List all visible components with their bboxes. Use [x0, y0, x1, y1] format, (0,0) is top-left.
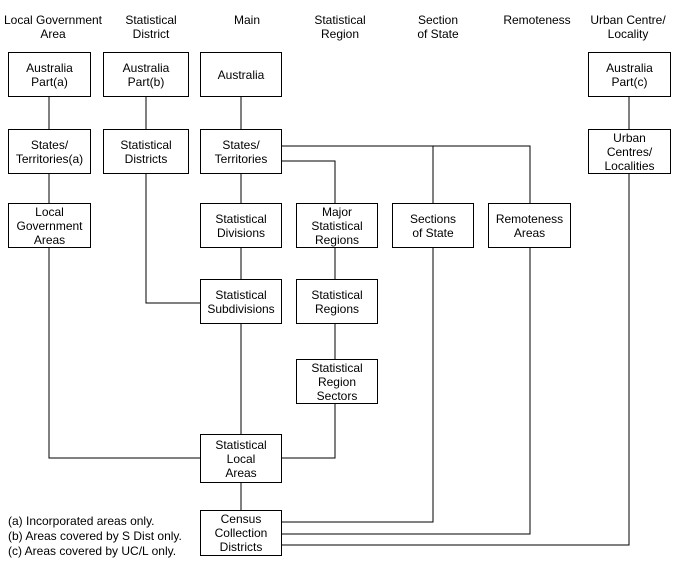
footnotes: (a) Incorporated areas only. (b) Areas c… — [8, 514, 182, 559]
box-states-territories: States/Territories — [200, 129, 282, 174]
connector — [282, 247, 531, 535]
connector — [145, 173, 200, 304]
header-main: Main — [233, 13, 260, 27]
connector — [282, 173, 630, 546]
connector — [282, 160, 336, 203]
header-urban-centre-locality: Urban Centre/Locality — [590, 13, 666, 41]
footnote-c: (c) Areas covered by UC/L only. — [8, 544, 177, 558]
header-remoteness: Remoteness — [503, 13, 571, 27]
box-urban-centres-localities: Urban Centres/Localities — [588, 129, 671, 174]
connector — [48, 247, 200, 459]
box-australia: Australia — [200, 52, 282, 97]
footnote-b: (b) Areas covered by S Dist only. — [8, 529, 182, 543]
footnote-a: (a) Incorporated areas only. — [8, 514, 155, 528]
connector — [282, 145, 531, 203]
connector — [282, 403, 336, 459]
box-states-territories-a: States/Territories(a) — [8, 129, 91, 174]
connector — [282, 247, 434, 523]
